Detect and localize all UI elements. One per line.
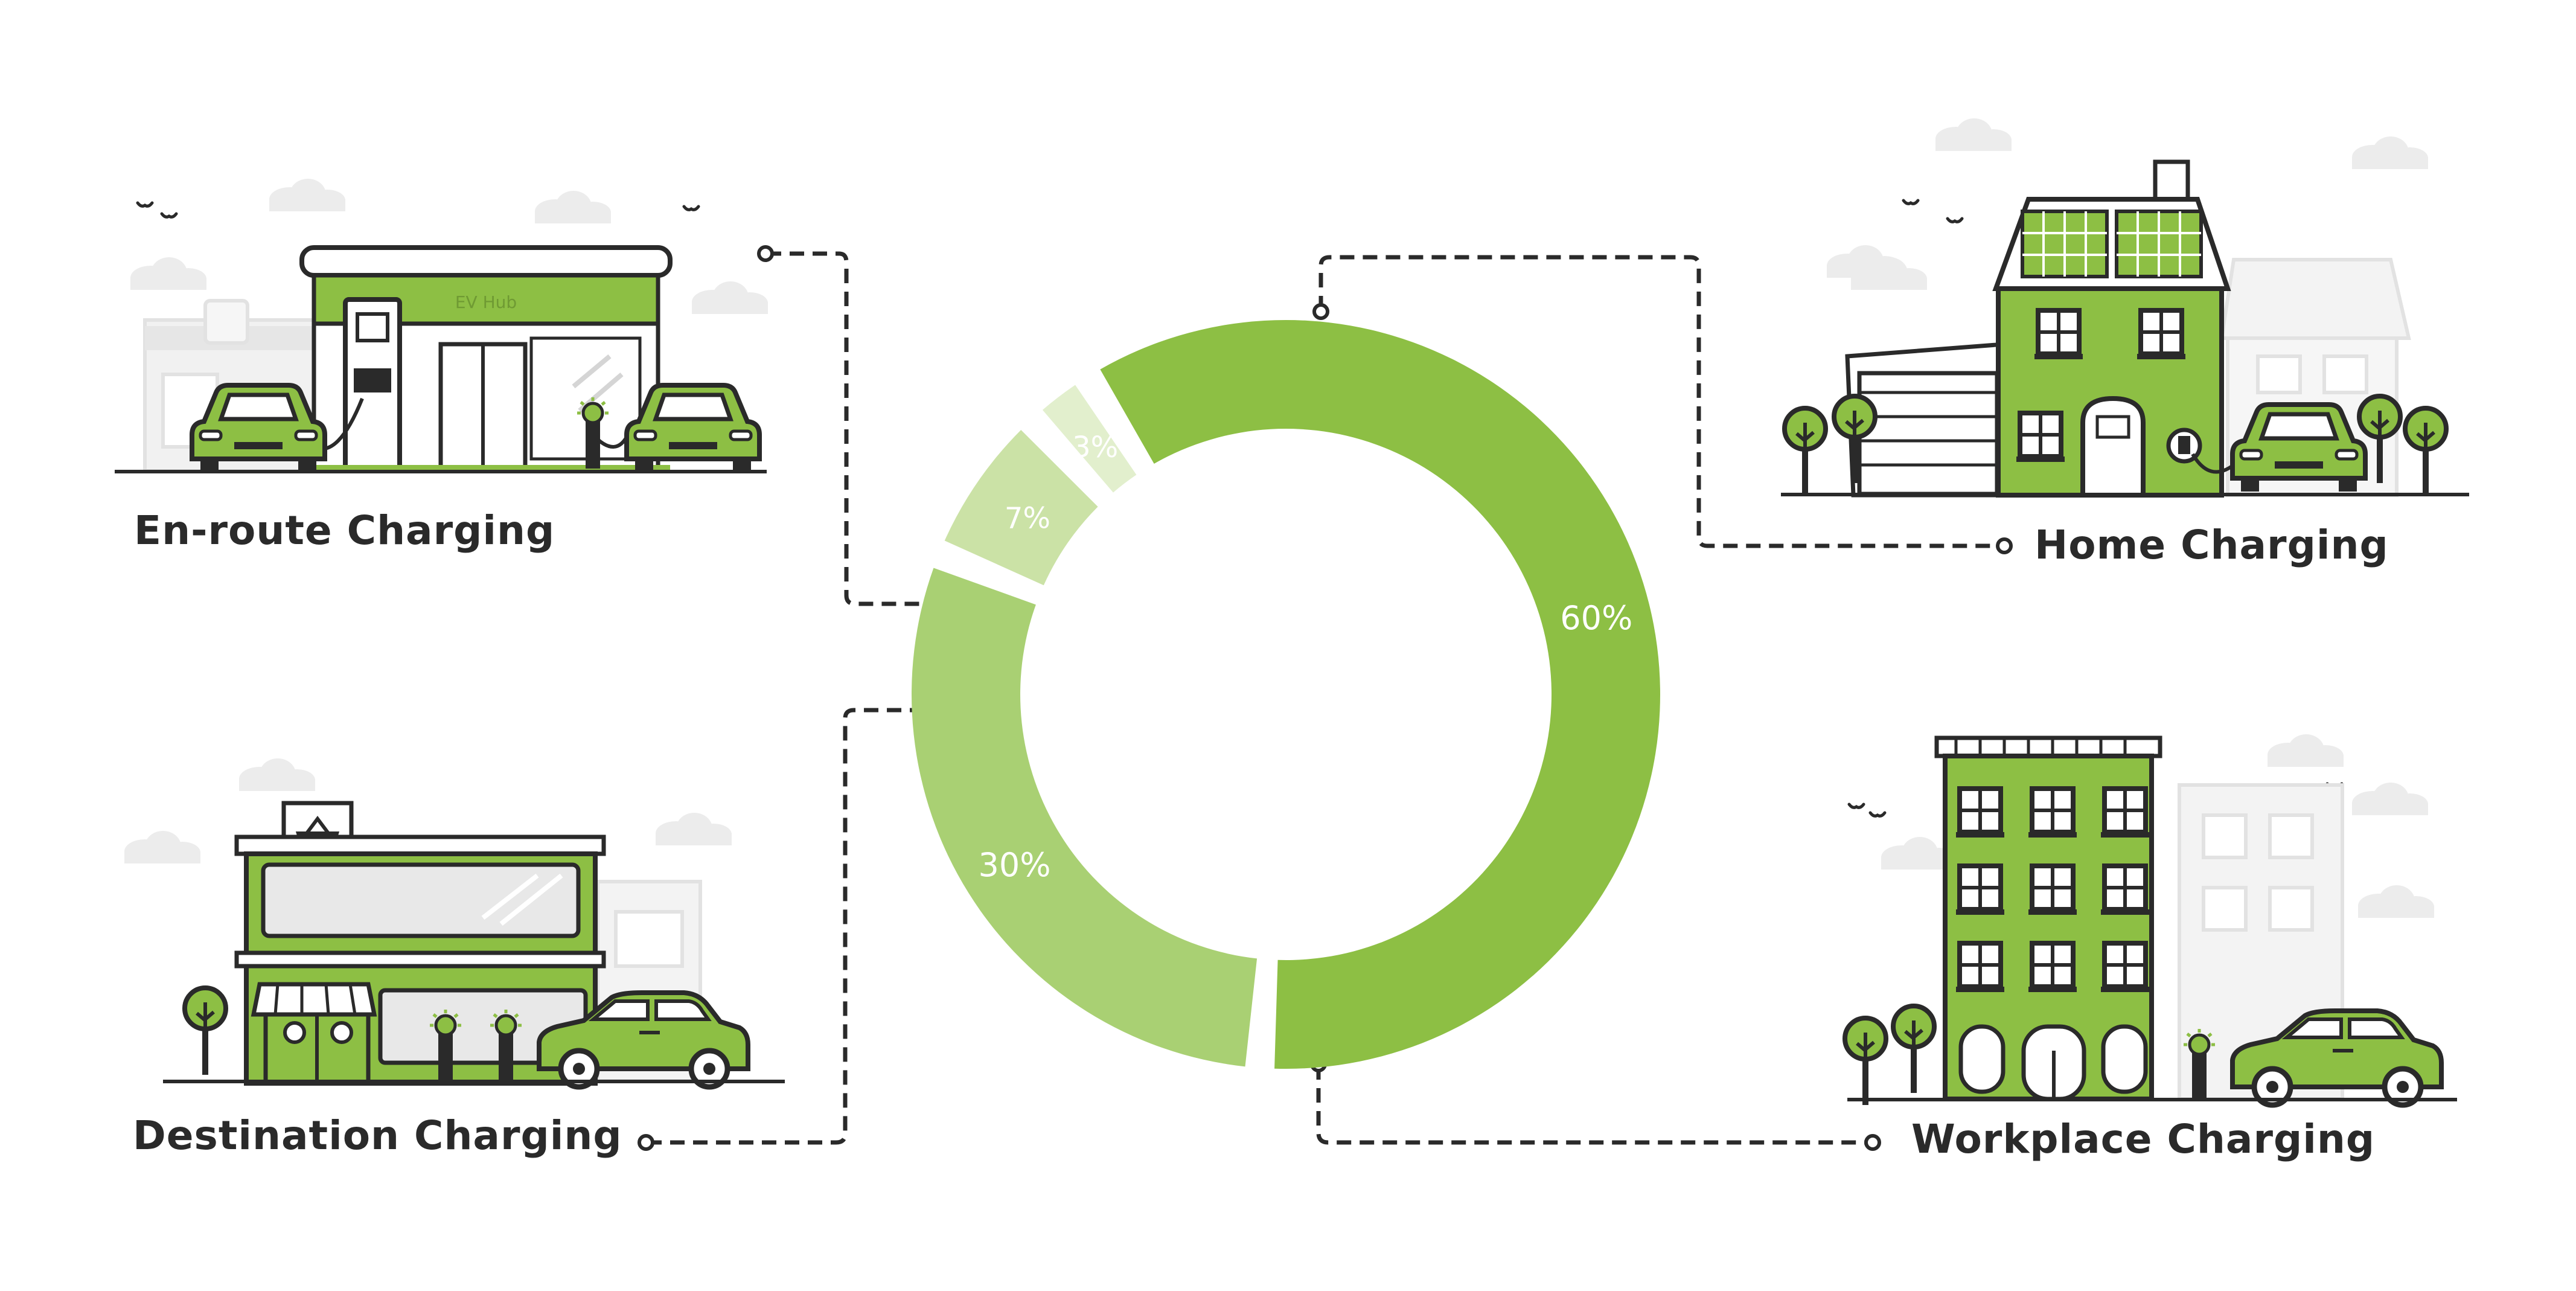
home-illustration	[1781, 118, 2469, 498]
workplace-illustration	[1845, 734, 2457, 1105]
donut-value-labels: 60% 30% 7% 3%	[979, 431, 1633, 884]
donut-label-en-route-charging: 3%	[1072, 431, 1118, 464]
donut-label-destination-charging: 7%	[1005, 502, 1050, 536]
en-route-illustration: EV Hub	[115, 179, 768, 473]
destination-illustration	[124, 758, 785, 1087]
donut-slice-home-charging	[1100, 320, 1661, 1069]
donut-slice-en-route-charging	[1042, 385, 1137, 493]
ev-hub-sign: EV Hub	[455, 292, 517, 312]
connector-workplace	[1316, 1065, 1871, 1145]
donut-slice-workplace-charging	[911, 568, 1258, 1067]
connectors	[647, 251, 2003, 1145]
connector-en-route	[767, 251, 941, 606]
connector-destination	[647, 708, 942, 1145]
connector-home	[1318, 255, 2003, 548]
donut-label-workplace-charging: 30%	[979, 846, 1051, 884]
label-destination: Destination Charging	[133, 1112, 622, 1159]
donut-chart	[911, 320, 1661, 1069]
label-home: Home Charging	[2034, 522, 2389, 568]
label-en-route: En-route Charging	[134, 507, 555, 554]
donut-slice-destination-charging	[944, 429, 1098, 586]
label-workplace: Workplace Charging	[1911, 1116, 2376, 1162]
donut-label-home-charging: 60%	[1560, 599, 1632, 637]
